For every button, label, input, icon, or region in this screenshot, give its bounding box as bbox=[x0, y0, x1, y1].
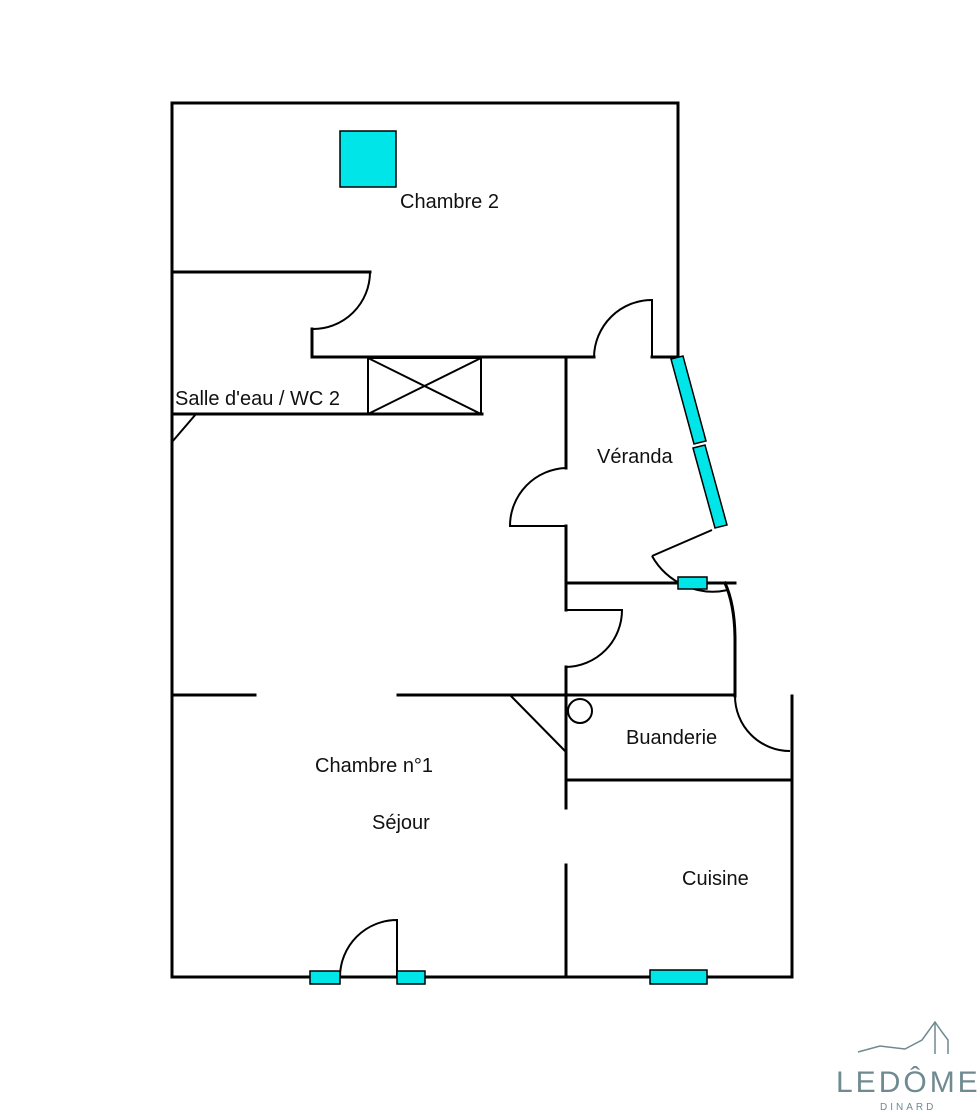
logo-location: DINARD bbox=[880, 1102, 937, 1113]
veranda-window-top bbox=[670, 355, 707, 445]
label-chambre-2: Chambre 2 bbox=[400, 191, 499, 213]
windows bbox=[309, 130, 728, 985]
fixtures bbox=[367, 357, 482, 415]
sejour-window-left bbox=[309, 970, 341, 985]
logo-brand: LEDÔME bbox=[836, 1066, 980, 1099]
cuisine-window bbox=[649, 969, 708, 985]
logo-emblem bbox=[857, 1020, 949, 1054]
label-sejour: Séjour bbox=[372, 812, 430, 834]
label-veranda: Véranda bbox=[597, 446, 673, 468]
label-buanderie: Buanderie bbox=[626, 727, 717, 749]
veranda-window-small bbox=[677, 576, 708, 590]
veranda-window-bottom bbox=[692, 444, 728, 529]
label-cuisine: Cuisine bbox=[682, 868, 749, 890]
exterior-walls bbox=[170, 101, 794, 979]
label-salle-eau: Salle d'eau / WC 2 bbox=[175, 388, 340, 410]
doors bbox=[171, 271, 791, 978]
skylight-window bbox=[339, 130, 397, 188]
label-chambre-1: Chambre n°1 bbox=[315, 755, 433, 777]
sejour-window-right bbox=[396, 970, 426, 985]
room-labels: Chambre 2 Salle d'eau / WC 2 Véranda Bua… bbox=[175, 191, 749, 890]
